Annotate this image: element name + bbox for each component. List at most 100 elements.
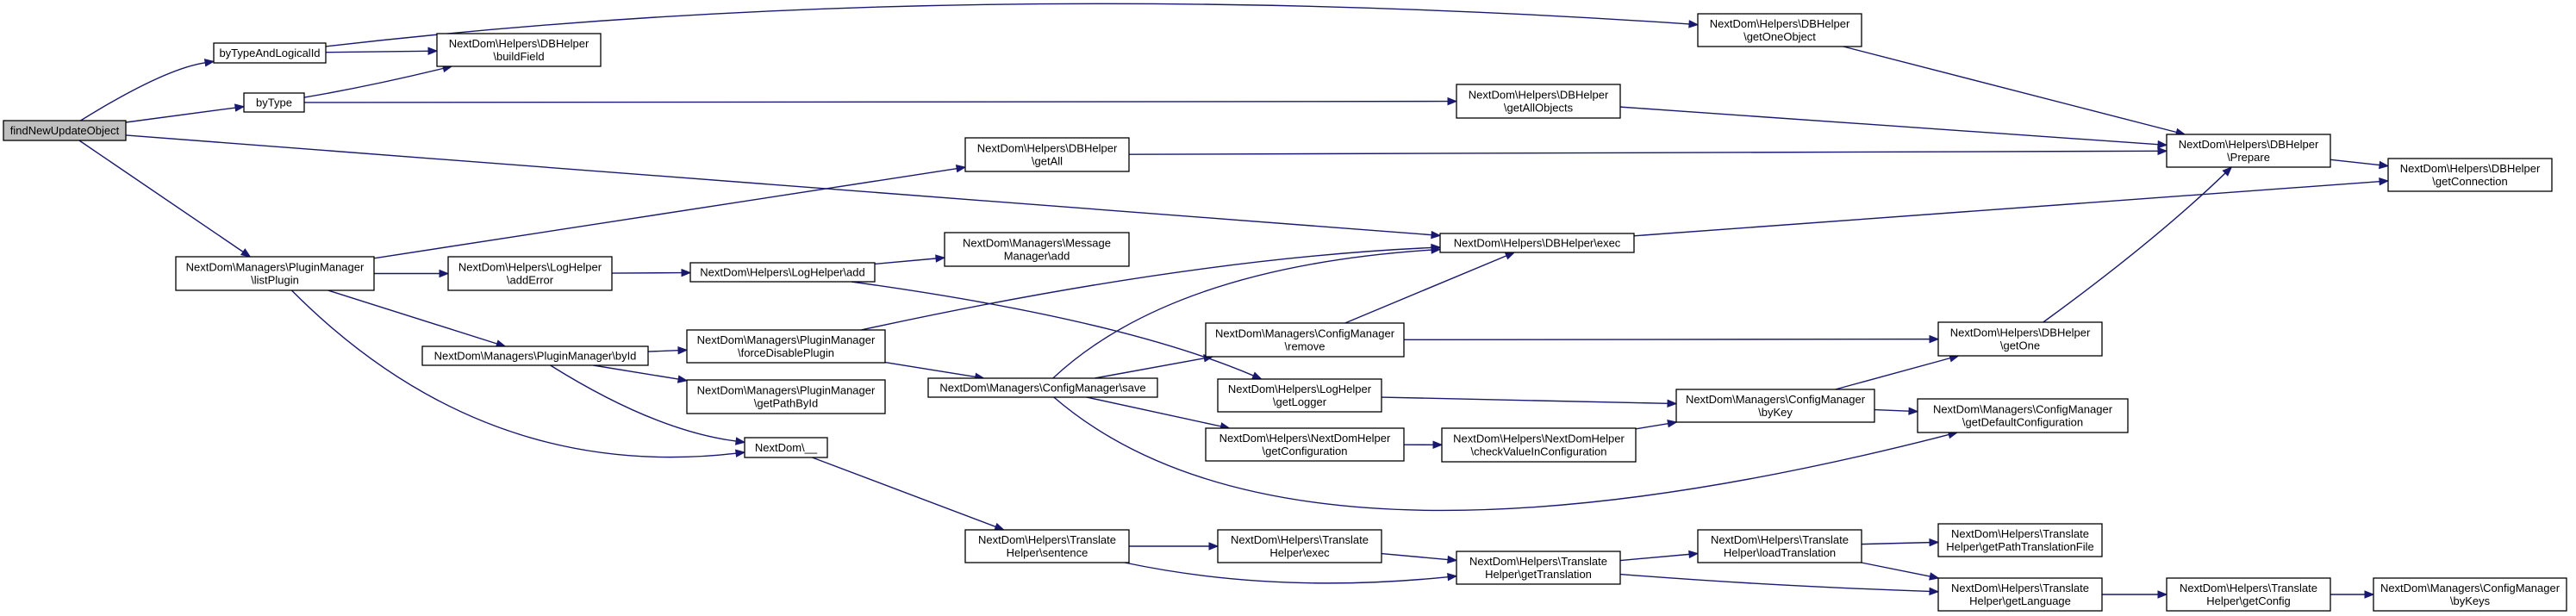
- arrowhead-pmById-to-forceDisablePlugin: [677, 346, 689, 355]
- node-label-line: NextDom\Managers\ConfigManager: [2380, 582, 2560, 594]
- node-label-line: NextDom\Helpers\DBHelper: [2179, 138, 2319, 151]
- arrowhead-byTypeAndLogicalId-to-buildField: [427, 47, 439, 56]
- node-label-line: Helper\getConfig: [2206, 594, 2291, 607]
- edge-pmById-to-getPathById: [593, 364, 679, 380]
- edge-thGetTranslation-to-thGetLanguage: [1619, 573, 1930, 593]
- node-box: [964, 529, 1130, 563]
- edge-getAll-to-prepare: [1128, 150, 2159, 155]
- node-getConnection[interactable]: NextDom\Helpers\DBHelper\getConnection: [2387, 158, 2553, 192]
- edge-cmRemove-to-dbGetOne: [1403, 338, 1930, 341]
- arrowhead-addError-to-logAdd: [681, 268, 692, 277]
- node-label-line: NextDom\Helpers\LogHelper: [458, 261, 602, 274]
- edge-thGetTranslation-to-thLoadTranslation: [1619, 553, 1690, 562]
- edge-thExec-to-thGetTranslation: [1381, 552, 1449, 561]
- node-box: [175, 256, 375, 291]
- node-box: [964, 137, 1130, 172]
- arrowhead-prepare-to-getConnection: [2379, 160, 2390, 170]
- node-box: [213, 42, 327, 64]
- edge-cmRemove-to-exec: [1344, 255, 1507, 324]
- node-thLoadTranslation[interactable]: NextDom\Helpers\TranslateHelper\loadTran…: [1697, 529, 1862, 563]
- node-thGetConfig[interactable]: NextDom\Helpers\TranslateHelper\getConfi…: [2166, 577, 2331, 612]
- node-logAdd[interactable]: NextDom\Helpers\LogHelper\add: [689, 262, 876, 283]
- arrowhead-getAllObjects-to-prepare: [2157, 140, 2168, 149]
- node-box: [1917, 398, 2129, 433]
- edge-logAdd-to-getLogger: [851, 281, 1254, 376]
- node-prepare[interactable]: NextDom\Helpers\DBHelper\Prepare: [2166, 134, 2331, 168]
- edge-findNewUpdateObject-to-byType: [125, 107, 236, 123]
- node-buildField[interactable]: NextDom\Helpers\DBHelper\buildField: [436, 33, 602, 67]
- node-label-line: \byKey: [1758, 406, 1793, 419]
- edge-findNewUpdateObject-to-exec: [125, 134, 1432, 236]
- edge-thLoadTranslation-to-thGetLanguage: [1861, 562, 1930, 577]
- node-label-line: \getLogger: [1273, 395, 1327, 408]
- node-byType[interactable]: byType: [243, 92, 305, 113]
- edge-listPlugin-to-nextdomUnderscore: [290, 289, 737, 458]
- edge-byType-to-getAllObjects: [303, 100, 1449, 103]
- node-label-line: NextDom\Helpers\Translate: [1711, 533, 1849, 546]
- arrowhead-pmById-to-nextdomUnderscore: [734, 437, 746, 445]
- node-label-line: NextDom\Managers\ConfigManager: [1933, 403, 2113, 416]
- node-getLogger[interactable]: NextDom\Helpers\LogHelper\getLogger: [1217, 378, 1382, 413]
- node-forceDisablePlugin[interactable]: NextDom\Managers\PluginManager\forceDisa…: [686, 329, 886, 364]
- node-checkValueInConfiguration[interactable]: NextDom\Helpers\NextDomHelper\checkValue…: [1441, 427, 1637, 463]
- node-getOneObject[interactable]: NextDom\Helpers\DBHelper\getOneObject: [1697, 13, 1862, 47]
- node-label-line: NextDom\Helpers\NextDomHelper: [1219, 432, 1391, 445]
- node-label-line: NextDom\Helpers\NextDomHelper: [1453, 432, 1625, 445]
- node-nextdomUnderscore[interactable]: NextDom\__: [744, 437, 828, 458]
- node-label-line: \getAll: [1032, 155, 1063, 168]
- node-box: [1697, 13, 1862, 47]
- node-exec[interactable]: NextDom\Helpers\DBHelper\exec: [1439, 233, 1635, 253]
- arrowhead-cmRemove-to-dbGetOne: [1929, 334, 1940, 344]
- edge-findNewUpdateObject-to-listPlugin: [78, 140, 244, 252]
- node-thGetPathTranslationFile[interactable]: NextDom\Helpers\TranslateHelper\getPathT…: [1937, 523, 2103, 557]
- node-label-line: Manager\add: [1004, 250, 1070, 263]
- node-box: [421, 345, 649, 366]
- node-cmByKey[interactable]: NextDom\Managers\ConfigManager\byKey: [1675, 389, 1875, 423]
- node-label-line: NextDom\Helpers\DBHelper\exec: [1454, 237, 1621, 250]
- edge-pmById-to-nextdomUnderscore: [550, 364, 737, 442]
- node-box: [447, 256, 613, 291]
- arrowhead-listPlugin-to-getAll: [955, 165, 967, 173]
- arrowhead-cmByKey-to-getDefaultConfiguration: [1908, 407, 1919, 415]
- edge-byType-to-buildField: [303, 67, 444, 98]
- node-findNewUpdateObject[interactable]: findNewUpdateObject: [3, 120, 127, 141]
- node-listPlugin[interactable]: NextDom\Managers\PluginManager\listPlugi…: [175, 256, 375, 291]
- node-dbGetOne[interactable]: NextDom\Helpers\DBHelper\getOne: [1937, 321, 2103, 357]
- node-addError[interactable]: NextDom\Helpers\LogHelper\addError: [447, 256, 613, 291]
- edge-checkValueInConfiguration-to-cmByKey: [1635, 422, 1668, 430]
- node-cmByKeys[interactable]: NextDom\Managers\ConfigManager\byKeys: [2373, 577, 2567, 612]
- node-label-line: NextDom\Managers\ConfigManager: [1686, 393, 1866, 406]
- node-getPathById[interactable]: NextDom\Managers\PluginManager\getPathBy…: [686, 379, 886, 414]
- node-ndGetConfiguration[interactable]: NextDom\Helpers\NextDomHelper\getConfigu…: [1205, 427, 1405, 462]
- arrowhead-listPlugin-to-nextdomUnderscore: [735, 449, 746, 457]
- node-box: [1217, 378, 1382, 413]
- node-box: [243, 92, 305, 113]
- node-box: [1456, 84, 1621, 119]
- node-getAll[interactable]: NextDom\Helpers\DBHelper\getAll: [964, 137, 1130, 172]
- node-cmSave[interactable]: NextDom\Managers\ConfigManager\save: [927, 377, 1158, 398]
- node-box: [1937, 321, 2103, 357]
- node-thGetTranslation[interactable]: NextDom\Helpers\TranslateHelper\getTrans…: [1456, 551, 1621, 585]
- edge-listPlugin-to-getAll: [373, 167, 957, 259]
- node-pmById[interactable]: NextDom\Managers\PluginManager\byId: [421, 345, 649, 366]
- edge-cmByKey-to-dbGetOne: [1835, 357, 1951, 390]
- node-getAllObjects[interactable]: NextDom\Helpers\DBHelper\getAllObjects: [1456, 84, 1621, 119]
- node-box: [1456, 551, 1621, 585]
- node-label-line: NextDom\Helpers\Translate: [1951, 582, 2089, 594]
- arrowhead-cmRemove-to-exec: [1504, 252, 1516, 260]
- node-getDefaultConfiguration[interactable]: NextDom\Managers\ConfigManager\getDefaul…: [1917, 398, 2129, 433]
- arrowhead-byTypeAndLogicalId-to-getOneObject: [1688, 20, 1700, 28]
- arrowhead-thExec-to-thGetTranslation: [1447, 555, 1458, 564]
- node-cmRemove[interactable]: NextDom\Managers\ConfigManager\remove: [1205, 322, 1405, 358]
- arrowhead-cmSave-to-exec: [1431, 246, 1442, 254]
- node-label-line: NextDom\Helpers\Translate: [978, 533, 1116, 546]
- node-thGetLanguage[interactable]: NextDom\Helpers\TranslateHelper\getLangu…: [1937, 577, 2103, 612]
- node-label-line: NextDom\Helpers\DBHelper: [1710, 17, 1850, 30]
- node-box: [1441, 427, 1637, 463]
- node-byTypeAndLogicalId[interactable]: byTypeAndLogicalId: [213, 42, 327, 64]
- node-label-line: \addError: [507, 274, 554, 287]
- arrowhead-thLoadTranslation-to-thGetPathTranslationFile: [1929, 538, 1940, 547]
